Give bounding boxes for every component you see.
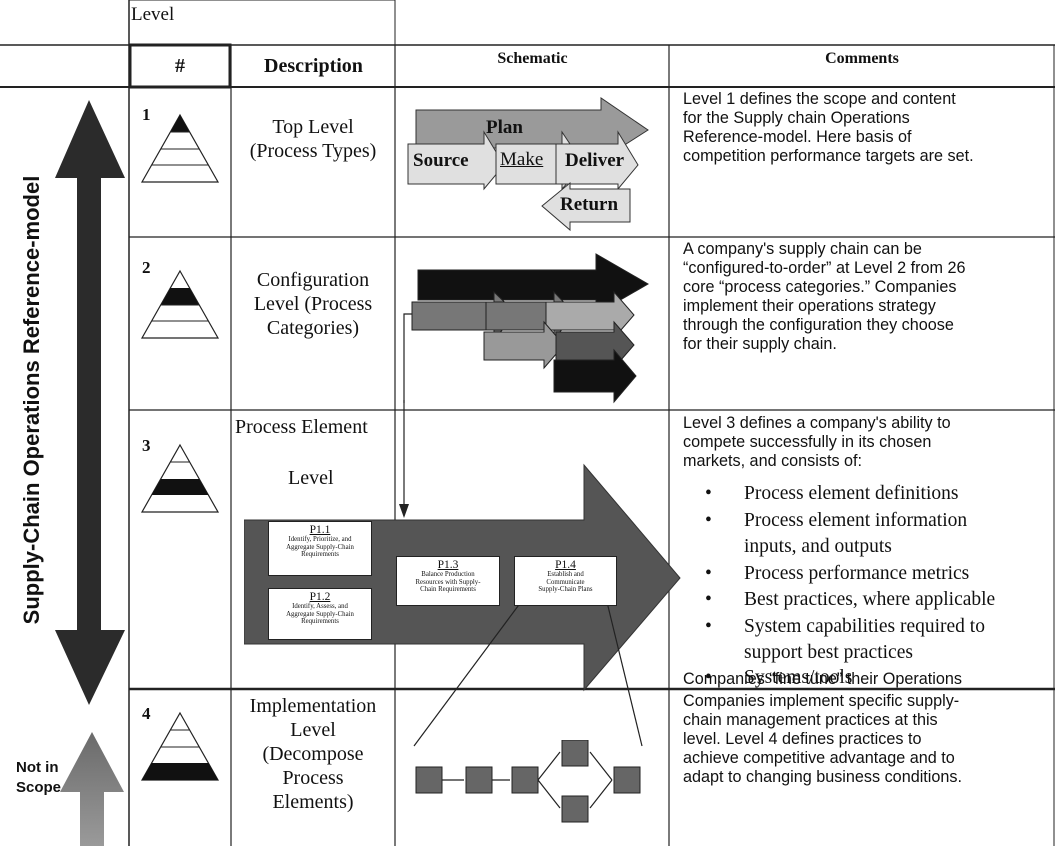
process-node (561, 740, 589, 767)
bullet-item: • (705, 483, 712, 504)
row-number: 1 (142, 105, 151, 124)
row-description: Implementation Level (Decompose Process … (249, 695, 377, 813)
row-comment: Level 1 defines the scope and content fo… (683, 90, 974, 165)
source-label: Source (413, 150, 469, 171)
level1-schematic (407, 97, 649, 232)
row-description-line1: Process Element (235, 416, 368, 438)
pyramid-level-2-icon (140, 269, 220, 339)
level-label: Level (131, 4, 175, 25)
bullet-item: • (705, 616, 712, 637)
bullet-item: • (705, 510, 712, 531)
not-in-scope-line2: Scope (16, 779, 62, 796)
row-number: 4 (142, 704, 151, 723)
row-description: Configuration Level (Process Categories) (253, 269, 373, 339)
not-in-scope-arrow-icon (60, 732, 124, 846)
row-comment-intro: Level 3 defines a company's ability to c… (683, 414, 951, 470)
bullet-item: • (705, 563, 712, 584)
process-node (511, 766, 539, 794)
bullet-list: • Process element definitions • Process … (705, 483, 996, 663)
pyramid-level-1-icon (140, 113, 220, 183)
row-comment: A company's supply chain can be “configu… (683, 240, 966, 353)
row-number: 2 (142, 258, 151, 277)
row-comment-outro: Companies “fine tune” their Operations (683, 670, 962, 688)
column-header-description: Description (264, 54, 363, 77)
deliver-label: Deliver (565, 150, 625, 171)
process-node (465, 766, 493, 794)
process-node (561, 795, 589, 823)
process-element-p1-2: P1.2 Identify, Assess, and Aggregate Sup… (268, 588, 372, 640)
row-number: 3 (142, 436, 151, 455)
bullet-item-last: • Systems/tools (705, 667, 853, 688)
implementation-network (415, 740, 641, 823)
process-node (613, 766, 641, 794)
pyramid-level-3-icon (140, 443, 220, 513)
pyramid-level-4-icon (140, 711, 220, 781)
process-node (415, 766, 443, 794)
bullet-item: • (705, 589, 712, 610)
make-label: Make (500, 149, 544, 170)
column-header-number: # (175, 54, 185, 77)
row-description: Top Level (Process Types) (249, 116, 377, 162)
plan-label: Plan (486, 117, 523, 138)
process-element-p1-4: P1.4 Establish and Communicate Supply-Ch… (514, 556, 617, 606)
column-header-comments: Comments (825, 50, 899, 67)
return-label: Return (560, 194, 619, 215)
row-description-line2: Level (288, 467, 334, 489)
level2-schematic (403, 253, 650, 404)
process-element-p1-1: P1.1 Identify, Prioritize, and Aggregate… (268, 521, 372, 576)
row-comment: Companies implement specific supply- cha… (683, 692, 962, 786)
not-in-scope-line1: Not in (16, 759, 59, 776)
process-element-p1-3: P1.3 Balance Production Resources with S… (396, 556, 500, 606)
decomposition-lines (413, 597, 643, 747)
scor-double-arrow-icon (55, 100, 125, 705)
column-header-schematic: Schematic (497, 50, 568, 67)
connector-arrow (399, 400, 409, 518)
